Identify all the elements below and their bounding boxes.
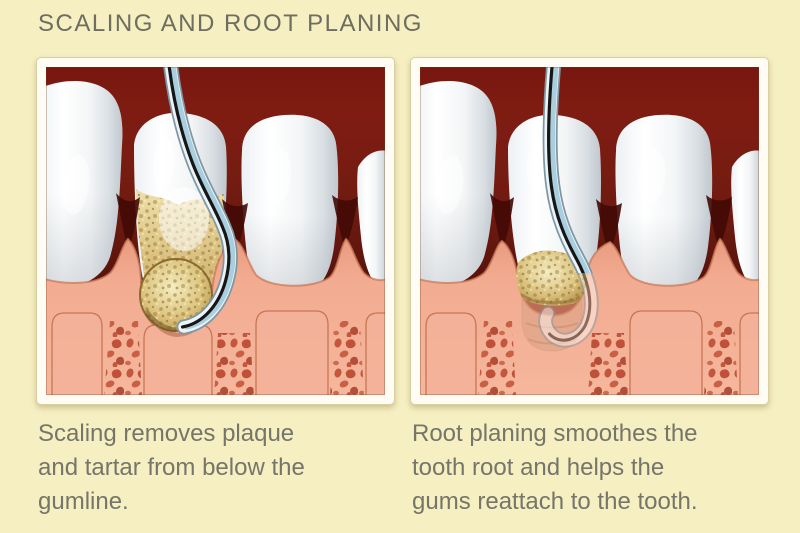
tooth-far-right xyxy=(357,150,385,294)
tooth-left xyxy=(46,80,123,288)
root-planing-illustration xyxy=(420,67,759,395)
caption-line: Scaling removes plaque xyxy=(38,420,295,447)
scaling-illustration xyxy=(46,67,385,395)
interdental-shadows xyxy=(116,193,358,253)
scaling-panel xyxy=(36,57,395,405)
caption-line: gumline. xyxy=(38,488,129,515)
tartar-deposit xyxy=(139,258,214,338)
tooth-roots xyxy=(425,310,759,395)
caption-line: tooth root and helps the xyxy=(412,454,665,481)
tooth-far-right xyxy=(731,150,759,294)
root-planer-instrument xyxy=(538,67,599,348)
jaw-bone-texture xyxy=(478,321,738,395)
caption-line: and tartar from below the xyxy=(38,454,305,481)
tartar-at-gumline xyxy=(516,250,587,306)
root-planing-panel xyxy=(410,57,769,405)
interdental-shadows xyxy=(490,193,732,253)
jaw-bone-texture xyxy=(104,321,364,395)
tooth-left xyxy=(420,80,497,288)
tooth-roots xyxy=(51,310,385,395)
caption-line: gums reattach to the tooth. xyxy=(412,488,698,515)
scaling-caption: Scaling removes plaque and tartar from b… xyxy=(38,417,390,519)
scaler-instrument xyxy=(163,67,238,335)
tooth-right xyxy=(615,114,713,298)
caption-line: Root planing smoothes the xyxy=(412,420,698,447)
page-title: SCALING AND ROOT PLANING xyxy=(38,10,423,37)
teeth xyxy=(46,80,385,316)
tooth-right xyxy=(241,114,339,298)
root-planing-caption: Root planing smoothes the tooth root and… xyxy=(412,417,764,519)
